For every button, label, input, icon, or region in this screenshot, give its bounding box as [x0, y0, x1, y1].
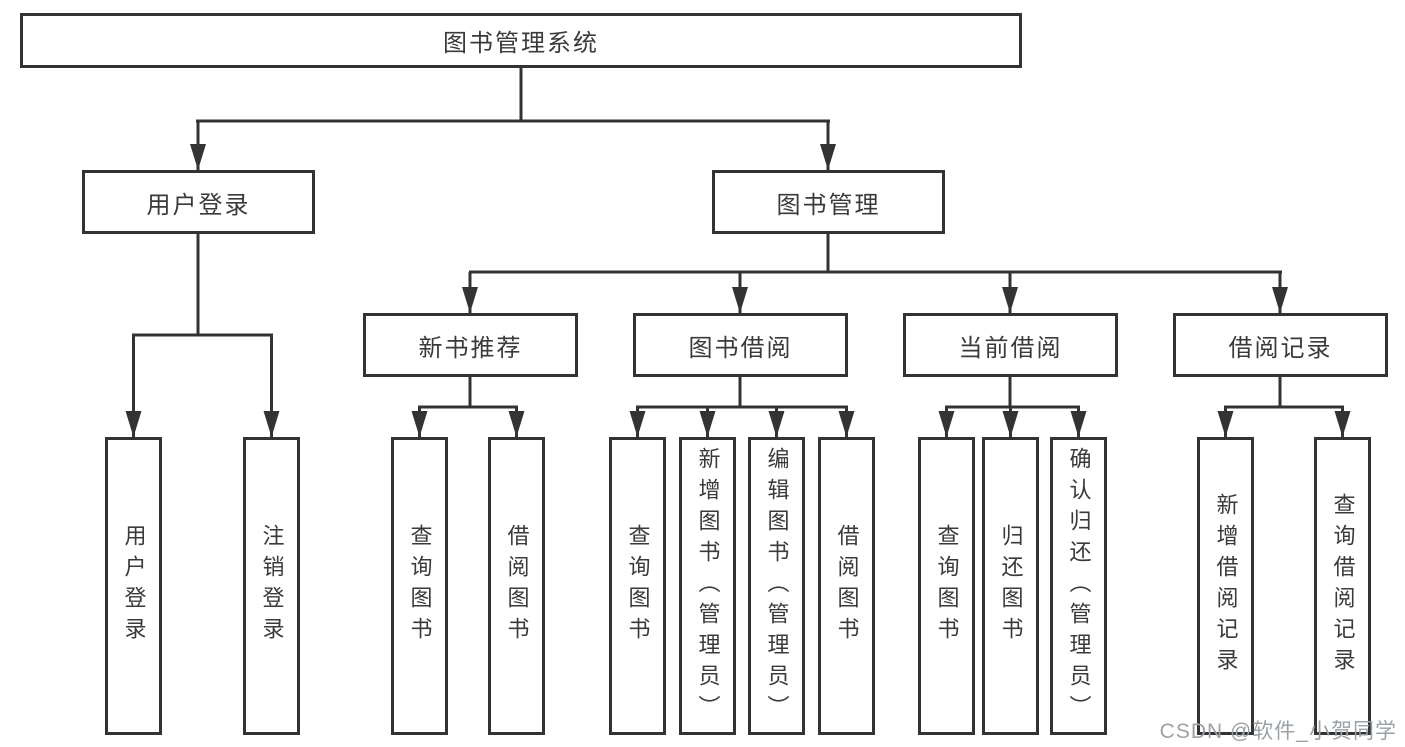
leaf-confirm-return-admin: 确认归还（管理员） [1050, 437, 1107, 735]
leaf-query-books: 查询图书 [391, 437, 448, 735]
leaf-add-borrow-record: 新增借阅记录 [1197, 437, 1254, 735]
leaf-query-books-3: 查询图书 [918, 437, 975, 735]
leaf-logout: 注销登录 [243, 437, 300, 735]
edge-book-mgmt-stem [469, 234, 1282, 274]
leaf-borrow-books: 借阅图书 [488, 437, 545, 735]
leaf-return-books: 归还图书 [982, 437, 1039, 735]
node-library-management-system: 图书管理系统 [20, 13, 1022, 68]
node-new-book-recommend: 新书推荐 [363, 313, 578, 377]
leaf-add-books-admin: 新增图书（管理员） [679, 437, 736, 735]
node-user-login: 用户登录 [82, 170, 315, 234]
node-borrowing-records: 借阅记录 [1173, 313, 1388, 377]
node-current-borrowing: 当前借阅 [903, 313, 1118, 377]
leaf-query-books-2: 查询图书 [609, 437, 666, 735]
node-book-borrowing: 图书借阅 [633, 313, 848, 377]
leaf-borrow-books-2: 借阅图书 [818, 437, 875, 735]
leaf-user-login: 用户登录 [105, 437, 162, 735]
edge-book-borrow-stem [636, 377, 848, 409]
node-book-management: 图书管理 [712, 170, 945, 234]
leaf-query-borrow-record: 查询借阅记录 [1314, 437, 1371, 735]
csdn-watermark: CSDN @软件_小贺同学 [1159, 720, 1397, 743]
edge-borrow-record-stem [1224, 377, 1344, 409]
edge-root-stem [196, 68, 830, 123]
edge-current-borrow-stem [945, 377, 1080, 409]
edge-new-book-stem [418, 377, 518, 409]
edge-user-login-stem [132, 234, 273, 337]
leaf-edit-books-admin: 编辑图书（管理员） [748, 437, 805, 735]
